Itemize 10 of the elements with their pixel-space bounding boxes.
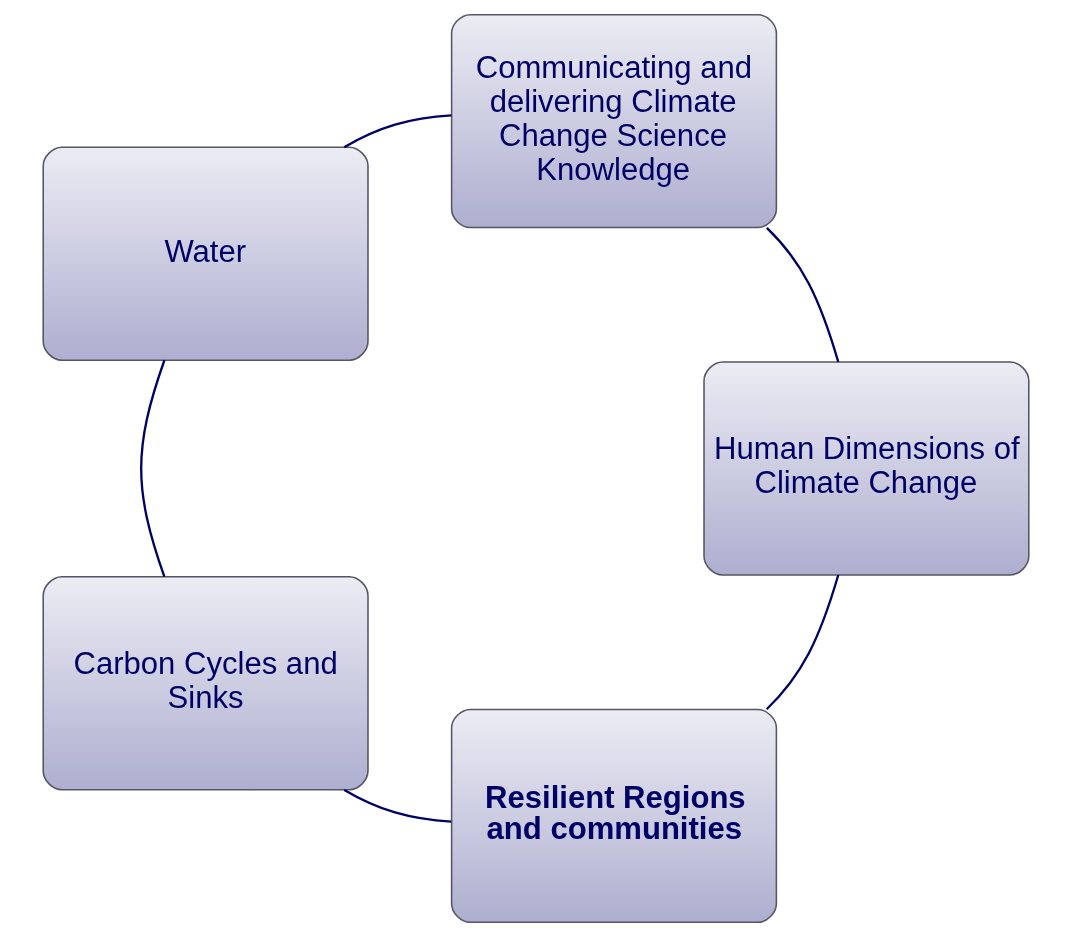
connector — [343, 114, 452, 149]
connector — [343, 788, 452, 823]
node-box: Carbon Cycles and Sinks — [42, 576, 369, 791]
node-box: Resilient Regions and communities — [450, 708, 778, 924]
node-box: Human Dimensions of Climate Change — [703, 361, 1030, 576]
connector — [766, 227, 840, 363]
node-box: Water — [42, 146, 369, 361]
node-box: Communicating and delivering Climate Change Science Knowledge — [450, 13, 778, 229]
connector — [765, 574, 840, 711]
connector — [140, 359, 166, 577]
